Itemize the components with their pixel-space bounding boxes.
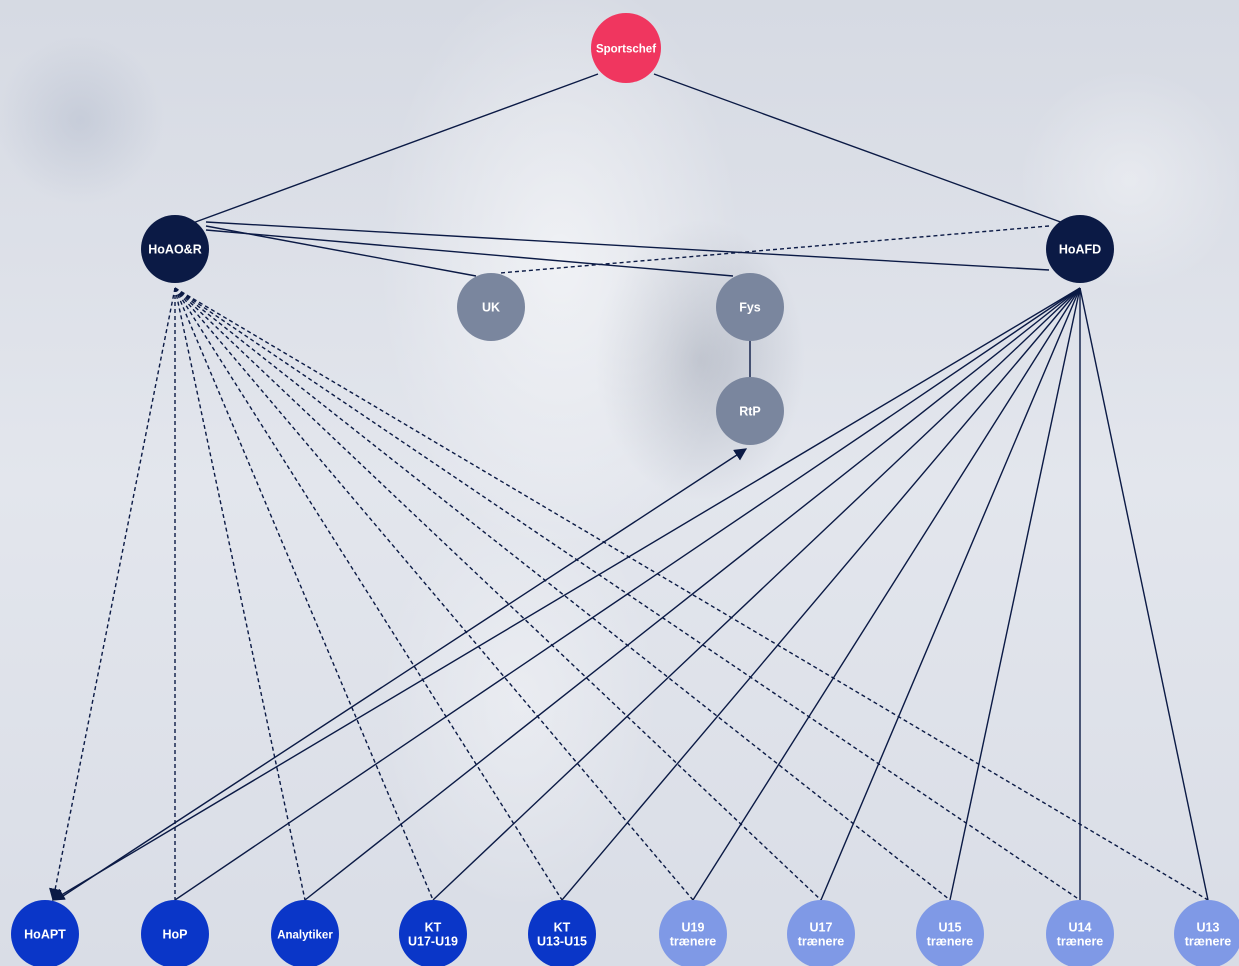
node-circle-analytiker [271,900,339,966]
edge-sportschef-to-hoaor [189,73,599,225]
node-label-u14-traenere-line1: U14 [1069,921,1092,935]
node-circle-uk [457,273,525,341]
node-label-hoapt: HoAPT [24,928,66,942]
node-circle-u17-traenere [787,900,855,966]
edge-hoapt-to-rtp [59,448,748,899]
node-label-u15-traenere-line2: trænere [927,935,974,949]
node-circle-hop [141,900,209,966]
node-label-u13-traenere-line2: trænere [1185,935,1232,949]
node-label-kt-u13-u15-line1: KT [554,921,571,935]
edge-hoafd-to-hoapt [51,287,1081,901]
node-circle-rtp [716,377,784,445]
node-hop: HoP [141,900,209,966]
node-label-hop: HoP [163,928,188,942]
node-label-rtp: RtP [739,405,761,419]
edge-hoafd-to-analytiker [304,287,1081,901]
edge-hoaor-to-hoapt [49,287,176,902]
node-circle-fys [716,273,784,341]
edge-sportschef-to-hoafd [653,73,1067,225]
node-label-kt-u17-u19-line2: U17-U19 [408,935,458,949]
node-circle-u19-traenere [659,900,727,966]
edge-hoaor-to-fys [205,229,734,277]
edge-hoafd-to-hop [174,287,1081,901]
node-circle-sportschef [591,13,661,83]
node-label-u17-traenere-line2: trænere [798,935,845,949]
node-hoafd: HoAFD [1046,215,1114,283]
edge-hoaor-to-analytiker [174,287,306,901]
node-label-u19-traenere-line2: trænere [670,935,717,949]
edge-hoaor-to-hoafd [205,221,1050,271]
node-label-u15-traenere-line1: U15 [939,921,962,935]
node-label-hoafd: HoAFD [1059,243,1101,257]
node-circle-hoapt [11,900,79,966]
node-rtp: RtP [716,377,784,445]
node-fys: Fys [716,273,784,341]
node-label-u14-traenere-line2: trænere [1057,935,1104,949]
edge-hoafd-to-u19-traenere [692,287,1081,901]
diagram-edges [49,73,1209,902]
edge-hoafd-to-u13-traenere [1079,287,1209,901]
node-circle-u14-traenere [1046,900,1114,966]
node-label-kt-u13-u15-line2: U13-U15 [537,935,587,949]
node-label-uk: UK [482,301,500,315]
node-circle-kt-u13-u15 [528,900,596,966]
edge-hoafd-to-uk [499,225,1050,274]
edge-hoafd-to-u15-traenere [949,287,1081,901]
edge-hoafd-to-kt-u13-u15 [561,287,1081,901]
node-label-u13-traenere-line1: U13 [1197,921,1220,935]
node-hoapt: HoAPT [11,900,79,966]
node-circle-hoaor [141,215,209,283]
node-analytiker: Analytiker [271,900,339,966]
node-circle-kt-u17-u19 [399,900,467,966]
edge-hoaor-to-u15-traenere [174,287,951,901]
node-hoaor: HoAO&R [141,215,209,283]
edge-hoaor-to-u19-traenere [174,287,694,901]
node-label-sportschef: Sportschef [596,44,656,56]
node-label-u19-traenere-line1: U19 [682,921,705,935]
node-sportschef: Sportschef [591,13,661,83]
node-circle-u15-traenere [916,900,984,966]
edge-hoafd-to-kt-u17-u19 [432,287,1081,901]
node-label-analytiker: Analytiker [277,930,333,942]
edge-hoaor-to-kt-u17-u19 [174,287,434,901]
node-label-u17-traenere-line1: U17 [810,921,833,935]
node-label-kt-u17-u19-line1: KT [425,921,442,935]
node-uk: UK [457,273,525,341]
edge-hoaor-to-kt-u13-u15 [174,287,563,901]
edge-hoafd-to-u17-traenere [820,287,1081,901]
node-circle-u13-traenere [1174,900,1239,966]
node-label-hoaor: HoAO&R [148,243,201,257]
edge-hoaor-to-u17-traenere [174,287,822,901]
node-label-fys: Fys [739,301,761,315]
node-circle-hoafd [1046,215,1114,283]
